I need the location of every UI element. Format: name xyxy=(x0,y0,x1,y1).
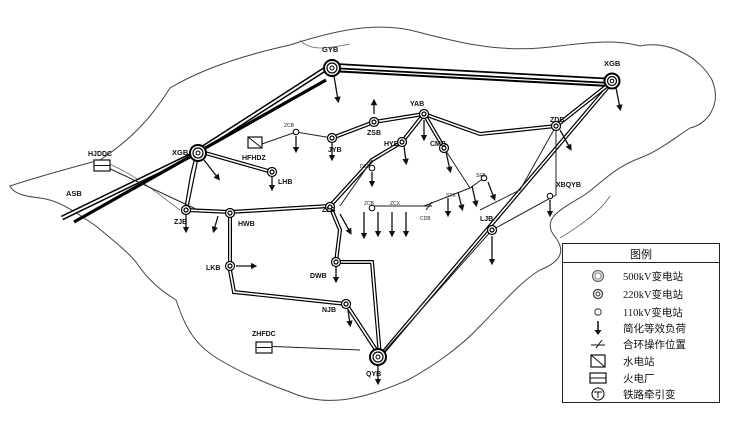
label-hjddc: HJDDC xyxy=(88,151,112,158)
region-inner-outline xyxy=(99,39,611,239)
label-yab: YAB xyxy=(410,101,424,108)
label-hyb: HYB xyxy=(384,141,399,148)
legend-label: 500kV变电站 xyxy=(623,272,684,283)
label-zdb: ZDB xyxy=(550,117,564,124)
thermal-plant-icon xyxy=(255,341,273,354)
legend-item-hydro: 水电站 xyxy=(563,353,719,369)
arrow-down-icon xyxy=(594,321,602,335)
label-qyb: QYB xyxy=(366,371,381,378)
legend-label: 220kV变电站 xyxy=(623,290,684,301)
label-zcx: ZCX xyxy=(390,201,401,207)
legend-item-220kv: 220kV变电站 xyxy=(563,286,719,302)
region-outline xyxy=(9,26,716,401)
thermal-plant-icon xyxy=(589,372,607,384)
label-dsb: DSB xyxy=(360,164,371,170)
legend-divider xyxy=(563,262,719,263)
station-500kv-icon xyxy=(592,270,604,282)
legend-item-500kv: 500kV变电站 xyxy=(563,268,719,284)
legend-item-110kv: 110kV变电站 xyxy=(563,304,719,320)
station-110kv xyxy=(292,128,554,212)
station-gyb xyxy=(323,59,341,77)
label-xgb-top: XGB xyxy=(604,59,621,68)
label-lhb: LHB xyxy=(278,179,292,186)
label-zjb: ZJB xyxy=(174,219,187,226)
label-hfhdz: HFHDZ xyxy=(242,155,266,162)
station-labels: GYB XGB XGB ASB HJDDC HFHDZ ZCB JYB ZSB … xyxy=(66,45,621,378)
station-500kv xyxy=(189,59,621,366)
label-sfb: SFB xyxy=(476,173,486,179)
legend-label: 110kV变电站 xyxy=(623,308,683,319)
legend-item-thermal: 火电厂 xyxy=(563,370,719,386)
lines-220kv xyxy=(183,79,615,358)
station-110kv-icon xyxy=(594,308,602,316)
label-jyb: JYB xyxy=(328,147,342,154)
label-ljb: LJB xyxy=(480,216,493,223)
label-zcb: ZCB xyxy=(284,123,295,129)
label-lkb: LKB xyxy=(206,265,220,272)
label-zlb: ZLB xyxy=(322,207,336,214)
rail-traction-icon xyxy=(591,387,605,401)
switch-point xyxy=(424,201,433,211)
label-hwb: HWB xyxy=(238,221,255,228)
label-xgb: XGB xyxy=(172,148,189,157)
label-cmb: CMB xyxy=(430,141,446,148)
hydro-station-icon xyxy=(590,354,606,368)
label-xbqyb: XBQYB xyxy=(556,182,581,189)
load-arrows xyxy=(182,75,623,386)
label-gyb: GYB xyxy=(322,45,339,54)
legend-title: 图例 xyxy=(630,249,652,261)
label-zsb: ZSB xyxy=(367,130,381,137)
station-xgb xyxy=(189,144,207,162)
label-zcb-2: ZCB xyxy=(364,201,375,207)
thermal-plant-icon xyxy=(93,159,111,172)
lines-110kv xyxy=(103,125,557,357)
station-220kv xyxy=(180,108,562,310)
switch-icon xyxy=(591,339,605,349)
hydro-station-icon xyxy=(247,136,263,149)
legend-label: 铁路牵引变 xyxy=(623,390,676,401)
label-njb: NJB xyxy=(322,307,336,314)
station-qyb xyxy=(369,348,387,366)
label-cdb: CDB xyxy=(420,216,431,222)
label-asb: ASB xyxy=(66,189,82,198)
legend-item-rail: 铁路牵引变 xyxy=(563,386,719,402)
legend-label: 火电厂 xyxy=(623,374,655,385)
legend: 图例 500kV变电站 220kV变电站 110kV变电站 简化等效负荷 合环操… xyxy=(562,243,720,403)
legend-item-switch: 合环操作位置 xyxy=(563,336,719,352)
legend-label: 合环操作位置 xyxy=(623,340,686,351)
legend-label: 简化等效负荷 xyxy=(623,324,686,335)
station-220kv-icon xyxy=(592,288,604,300)
lines-500kv xyxy=(60,63,615,358)
label-dwb: DWB xyxy=(310,273,327,280)
legend-item-load: 简化等效负荷 xyxy=(563,320,719,336)
station-xgb-top xyxy=(603,72,621,90)
label-zhfdc: ZHFDC xyxy=(252,331,276,338)
label-stx: STX xyxy=(446,193,456,199)
legend-label: 水电站 xyxy=(623,357,655,368)
